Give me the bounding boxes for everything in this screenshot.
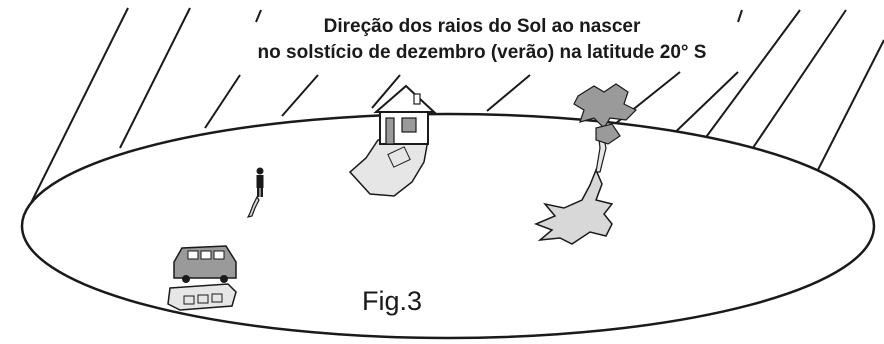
ground-ellipse	[20, 112, 876, 340]
title-line-1: Direção dos raios do Sol ao nascer	[323, 16, 641, 37]
sun-ray	[29, 7, 129, 206]
sun-ray	[737, 9, 847, 171]
sun-ray	[371, 74, 401, 109]
tree-shadow	[533, 168, 614, 245]
person-icon	[256, 167, 264, 197]
van-shadow	[167, 283, 237, 311]
van-icon	[173, 245, 237, 283]
sun-ray	[281, 74, 319, 117]
house-icon	[373, 84, 437, 145]
sun-ray	[697, 9, 801, 149]
sun-ray	[737, 9, 743, 23]
figure-caption: Fig.3	[362, 286, 423, 316]
sun-ray	[119, 7, 191, 149]
sun-ray	[486, 74, 531, 112]
house-shadow	[348, 139, 429, 197]
title-line-2: no solstício de dezembro (verão) na lati…	[257, 42, 707, 63]
person-shadow	[246, 195, 260, 218]
sun-ray	[204, 74, 241, 129]
sun-ray	[255, 9, 262, 23]
tree-icon	[573, 83, 638, 173]
